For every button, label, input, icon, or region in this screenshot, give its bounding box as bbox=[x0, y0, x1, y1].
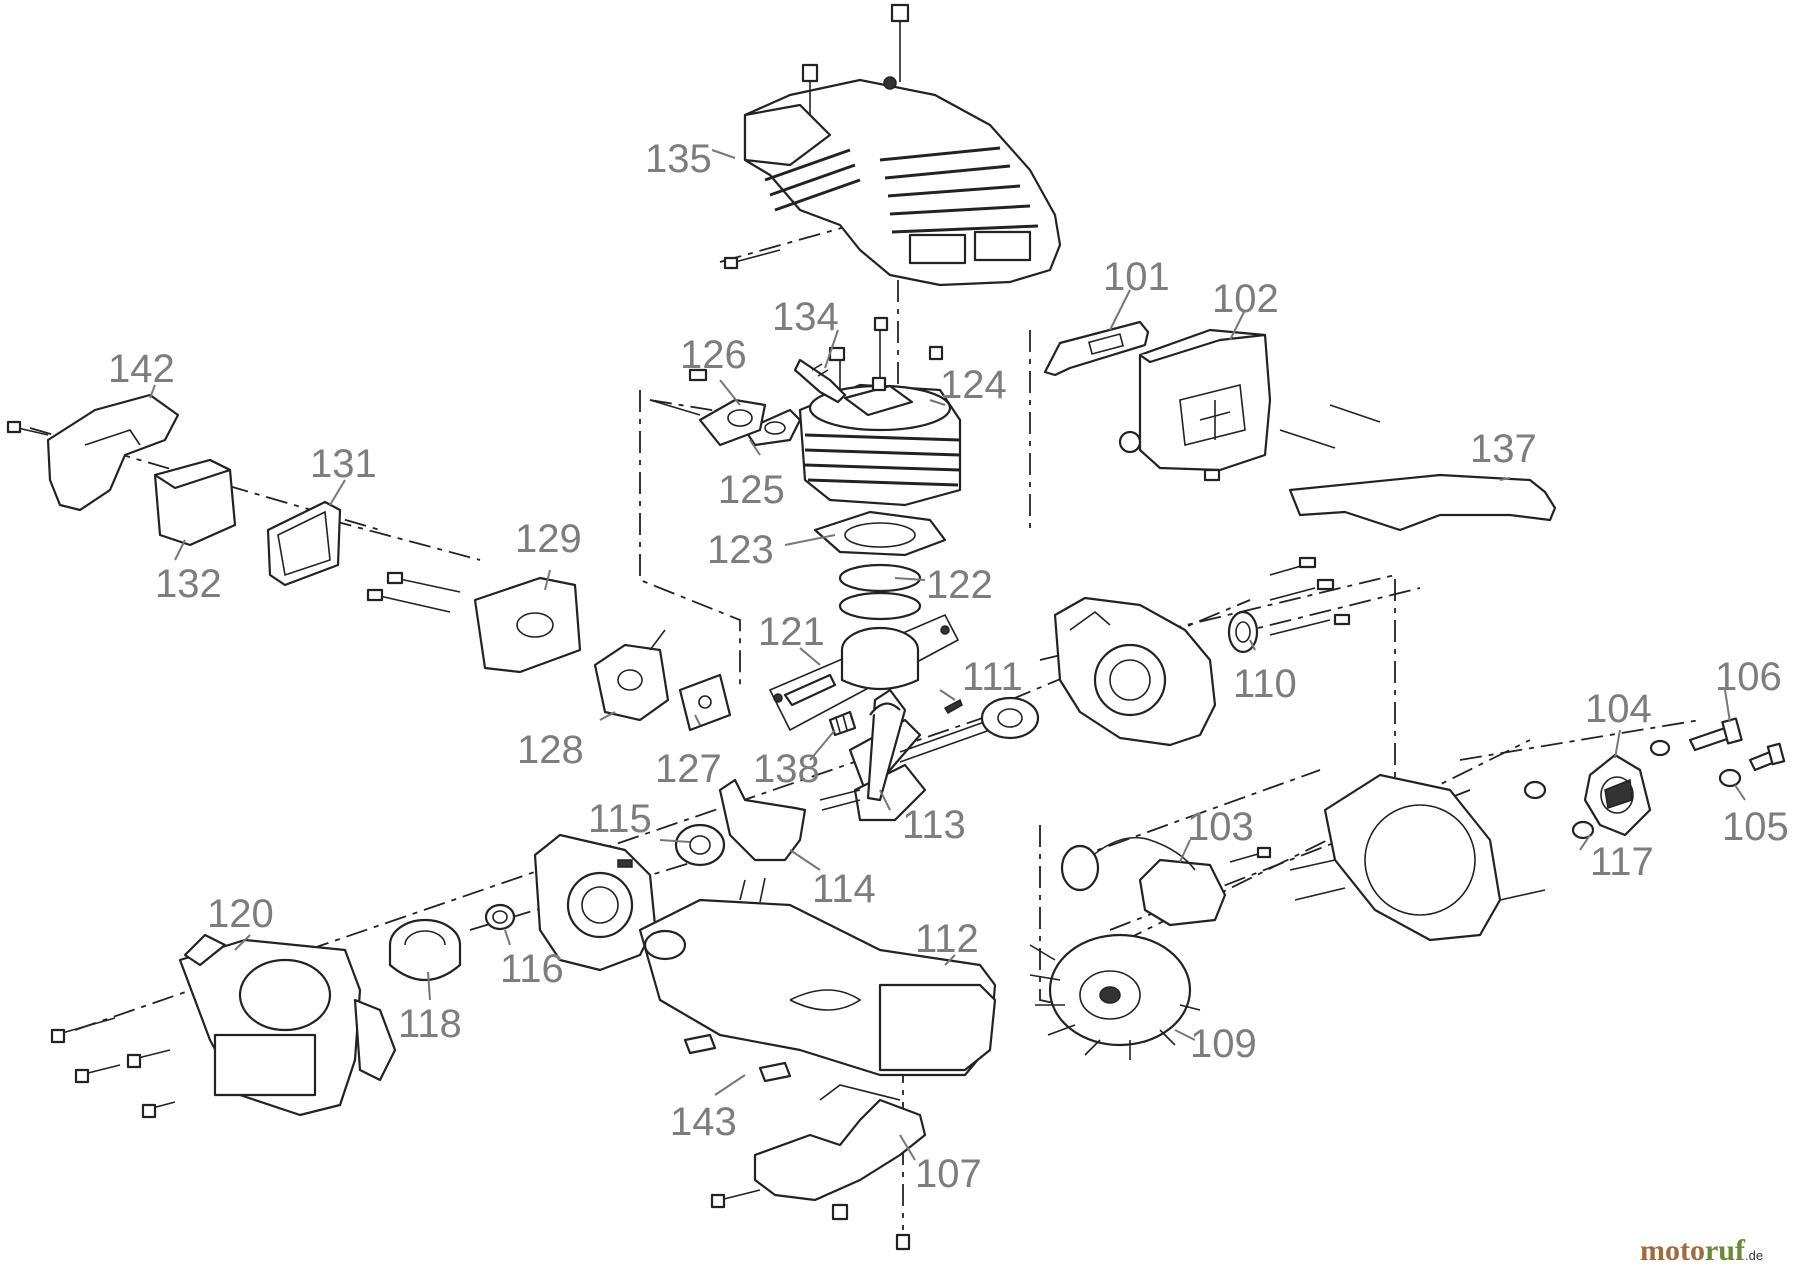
part-129-filter-base bbox=[366, 571, 582, 674]
label-135: 135 bbox=[645, 137, 712, 181]
logo-moto: moto bbox=[1640, 1234, 1705, 1267]
label-128: 128 bbox=[517, 728, 584, 772]
label-107: 107 bbox=[915, 1152, 982, 1196]
label-129: 129 bbox=[515, 517, 582, 561]
label-105: 105 bbox=[1722, 805, 1789, 849]
part-128-carburetor bbox=[593, 629, 670, 722]
part-138-needle-bearing bbox=[828, 710, 857, 737]
label-142: 142 bbox=[108, 347, 175, 391]
part-132-filter-element bbox=[153, 458, 237, 547]
part-111-key bbox=[943, 698, 963, 715]
logo-tld: .de bbox=[1745, 1248, 1763, 1263]
part-121-piston-kit bbox=[768, 613, 960, 732]
label-111: 111 bbox=[962, 655, 1023, 699]
part-crankcase-left bbox=[533, 833, 657, 972]
part-123-base-gasket bbox=[813, 510, 947, 557]
leader-lines bbox=[149, 149, 1746, 1161]
label-132: 132 bbox=[155, 562, 222, 606]
label-104: 104 bbox=[1585, 687, 1652, 731]
label-106: 106 bbox=[1715, 655, 1782, 699]
label-134: 134 bbox=[772, 295, 839, 339]
label-101: 101 bbox=[1103, 255, 1170, 299]
part-127-gasket bbox=[678, 673, 732, 732]
part-bearing-right bbox=[980, 696, 1040, 740]
part-116-seal bbox=[484, 903, 516, 931]
part-135-cylinder-hood bbox=[723, 3, 1062, 287]
part-109-flywheel bbox=[1029, 933, 1201, 1060]
label-102: 102 bbox=[1212, 277, 1279, 321]
part-134-spark-plug bbox=[793, 358, 847, 404]
part-112-fuel-tank bbox=[638, 877, 997, 1077]
part-103-ignition-coil bbox=[1060, 836, 1272, 927]
part-137-plate bbox=[1288, 473, 1557, 532]
label-138: 138 bbox=[753, 747, 820, 791]
part-115-bearing bbox=[674, 823, 726, 867]
part-142-filter-cover bbox=[6, 393, 180, 512]
part-labels: 135 101 102 137 134 126 124 125 123 122 … bbox=[108, 137, 1789, 1196]
part-107-bracket bbox=[710, 1084, 927, 1251]
label-120: 120 bbox=[207, 892, 274, 936]
label-116: 116 bbox=[500, 947, 564, 991]
part-crankcase-right bbox=[1053, 556, 1351, 747]
part-126-intake-flange bbox=[649, 368, 767, 447]
part-143-pads bbox=[683, 1033, 792, 1083]
label-131: 131 bbox=[310, 442, 377, 486]
part-117-washer bbox=[1523, 739, 1671, 840]
label-113: 113 bbox=[902, 803, 966, 847]
part-131-filter-frame bbox=[266, 500, 342, 587]
label-126: 126 bbox=[680, 333, 747, 377]
motoruf-logo: motoruf.de bbox=[1640, 1234, 1763, 1267]
label-124: 124 bbox=[940, 363, 1007, 407]
label-118: 118 bbox=[398, 1002, 462, 1046]
label-112: 112 bbox=[915, 917, 979, 961]
part-113-crankshaft bbox=[819, 688, 991, 822]
label-122: 122 bbox=[926, 563, 993, 607]
label-110: 110 bbox=[1233, 662, 1297, 706]
label-137: 137 bbox=[1470, 427, 1537, 471]
part-122-piston-rings bbox=[838, 563, 922, 621]
part-104-clutch bbox=[1583, 753, 1652, 837]
part-106-bolt bbox=[1688, 717, 1743, 752]
label-125: 125 bbox=[718, 468, 785, 512]
label-123: 123 bbox=[707, 528, 774, 572]
part-125-gasket bbox=[743, 408, 802, 447]
logo-ruf: ruf bbox=[1705, 1234, 1746, 1267]
label-115: 115 bbox=[588, 797, 652, 841]
svg-text:motoruf.de: motoruf.de bbox=[1640, 1234, 1763, 1267]
label-103: 103 bbox=[1187, 805, 1254, 849]
label-109: 109 bbox=[1190, 1022, 1257, 1066]
label-143: 143 bbox=[670, 1100, 737, 1144]
label-127: 127 bbox=[655, 747, 722, 791]
label-114: 114 bbox=[812, 867, 876, 911]
part-fan-housing bbox=[1289, 773, 1546, 942]
part-101-heat-shield bbox=[1043, 320, 1150, 377]
label-121: 121 bbox=[758, 610, 825, 654]
label-117: 117 bbox=[1590, 840, 1654, 884]
part-114-gasket bbox=[718, 778, 807, 862]
part-120-recoil-starter bbox=[50, 933, 397, 1119]
part-102-muffler bbox=[1118, 328, 1381, 482]
part-105-bolt bbox=[1718, 742, 1786, 788]
part-118-pulley bbox=[388, 918, 462, 982]
part-124-cylinder bbox=[798, 316, 962, 507]
